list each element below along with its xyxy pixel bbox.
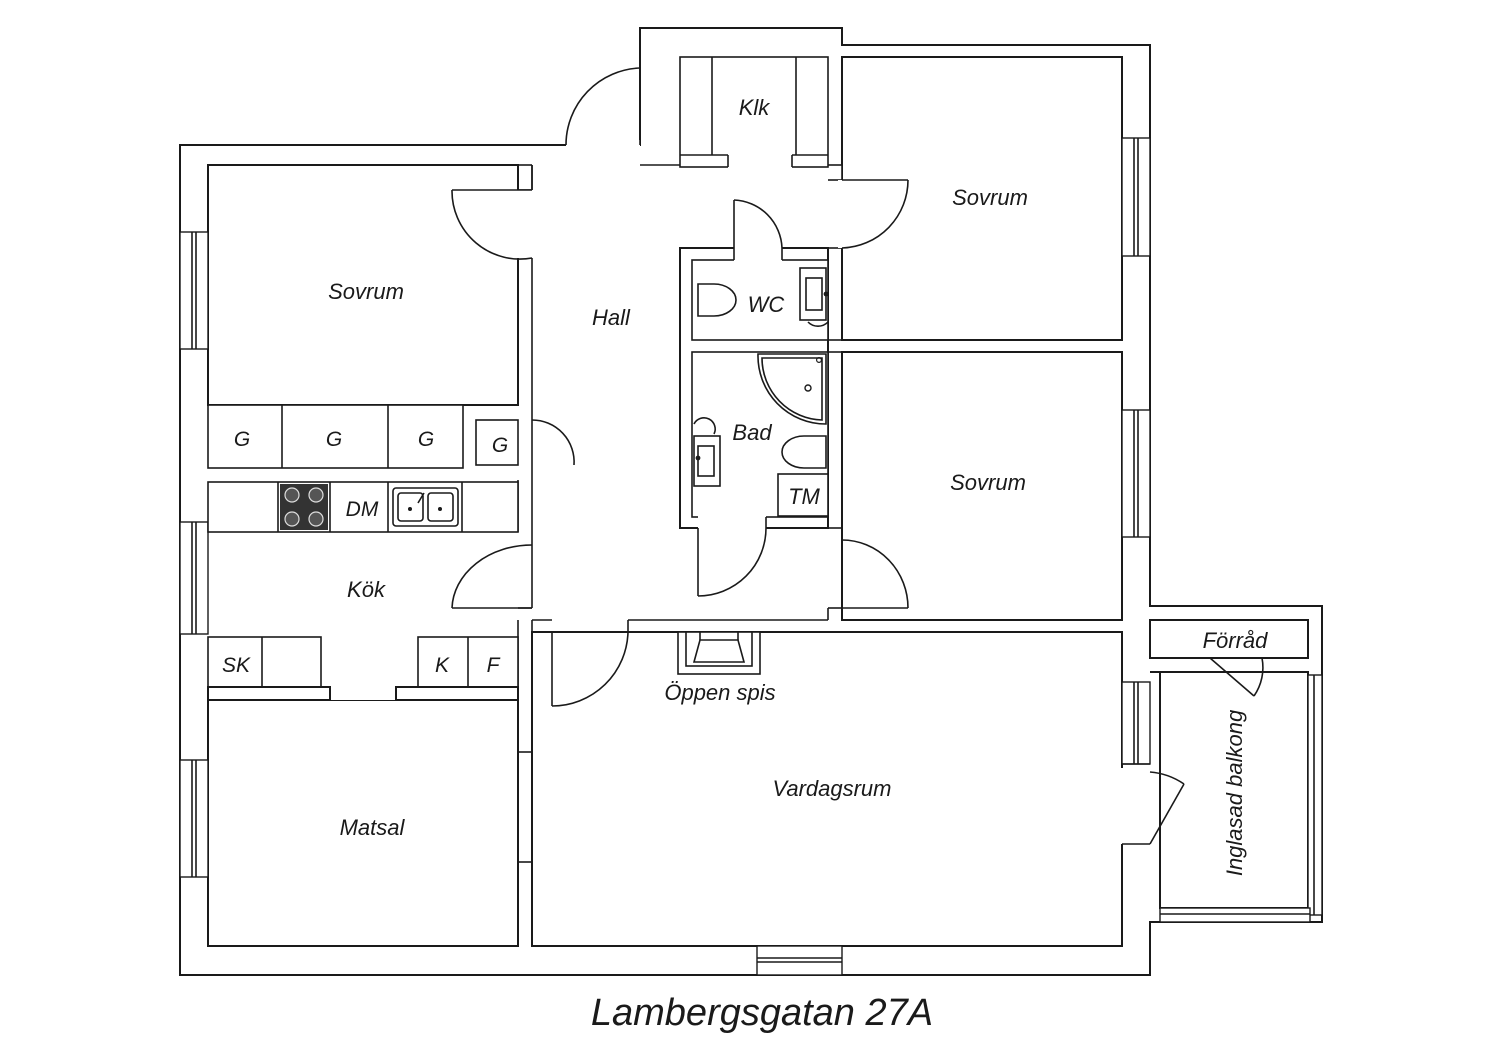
bath-sink-icon [693, 417, 721, 487]
label-sovrum-e: Sovrum [950, 470, 1026, 495]
bath-toilet-icon [781, 435, 827, 469]
label-vardagsrum: Vardagsrum [772, 776, 891, 801]
label-balkong: Inglasad balkong [1222, 709, 1247, 876]
room-labels: Sovrum Hall Klk Sovrum WC Bad TM Sovrum … [328, 95, 1268, 876]
label-kok: Kök [347, 577, 386, 602]
shower-icon [757, 353, 827, 425]
label-bad: Bad [732, 420, 772, 445]
label-wardrobe-3: G [418, 428, 434, 451]
fixture-labels: G G G G DM SK K F [222, 428, 508, 677]
plan-title: Lambergsgatan 27A [591, 992, 933, 1034]
label-hall: Hall [592, 305, 631, 330]
label-sk: SK [222, 654, 251, 677]
label-forrad: Förråd [1203, 628, 1269, 653]
fireplace-icon [677, 631, 761, 675]
label-fridge: K [435, 654, 450, 677]
label-tm: TM [788, 484, 820, 509]
bathroom-fixtures [693, 267, 829, 517]
label-oppen-spis: Öppen spis [664, 680, 775, 705]
label-klk: Klk [739, 95, 771, 120]
label-wardrobe-4: G [492, 434, 508, 457]
label-sovrum-ne: Sovrum [952, 185, 1028, 210]
label-dishwasher: DM [346, 498, 379, 521]
label-wardrobe-1: G [234, 428, 250, 451]
stove-icon [280, 484, 328, 530]
label-wc: WC [748, 292, 785, 317]
label-freezer: F [487, 654, 501, 677]
windows [179, 137, 1323, 976]
label-sovrum-nw: Sovrum [328, 279, 404, 304]
wc-sink-icon [799, 267, 829, 327]
label-matsal: Matsal [340, 815, 406, 840]
kitchen-fixtures [207, 404, 519, 701]
kitchen-sink-icon [392, 487, 459, 527]
label-wardrobe-2: G [326, 428, 342, 451]
doors [451, 67, 1264, 845]
toilet-icon [697, 283, 737, 317]
